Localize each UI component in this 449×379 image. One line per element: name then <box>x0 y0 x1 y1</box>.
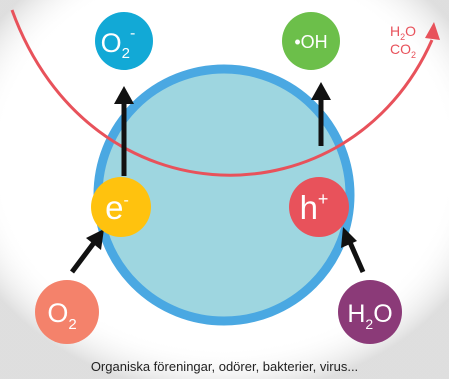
water-input-node <box>338 280 402 344</box>
water-input-label: H2O <box>347 300 392 332</box>
hole-node <box>289 177 349 237</box>
product-water-label: H2O <box>390 23 416 42</box>
superoxide-node <box>95 12 153 70</box>
arrow-electron-to-o2-minus <box>114 86 134 176</box>
caption: Organiska föreningar, odörer, bakterier,… <box>90 359 359 374</box>
hydroxyl-node <box>282 12 340 70</box>
arrow-h2o-to-hole <box>341 227 366 274</box>
oxygen-input-node <box>35 280 99 344</box>
electron-label: e- <box>105 189 129 226</box>
product-co2-label: CO2 <box>390 41 416 60</box>
reaction-arc <box>10 9 434 177</box>
oxygen-input-label: O2 <box>47 298 76 333</box>
hydroxyl-label: •OH <box>294 32 327 52</box>
electron-node <box>91 177 151 237</box>
superoxide-label: O2- <box>101 25 136 62</box>
arrow-hole-to-oh <box>311 82 331 146</box>
reaction-arc-arrowhead <box>425 22 440 40</box>
arrow-o2-to-electron <box>70 229 104 274</box>
hole-label: h+ <box>300 189 329 226</box>
